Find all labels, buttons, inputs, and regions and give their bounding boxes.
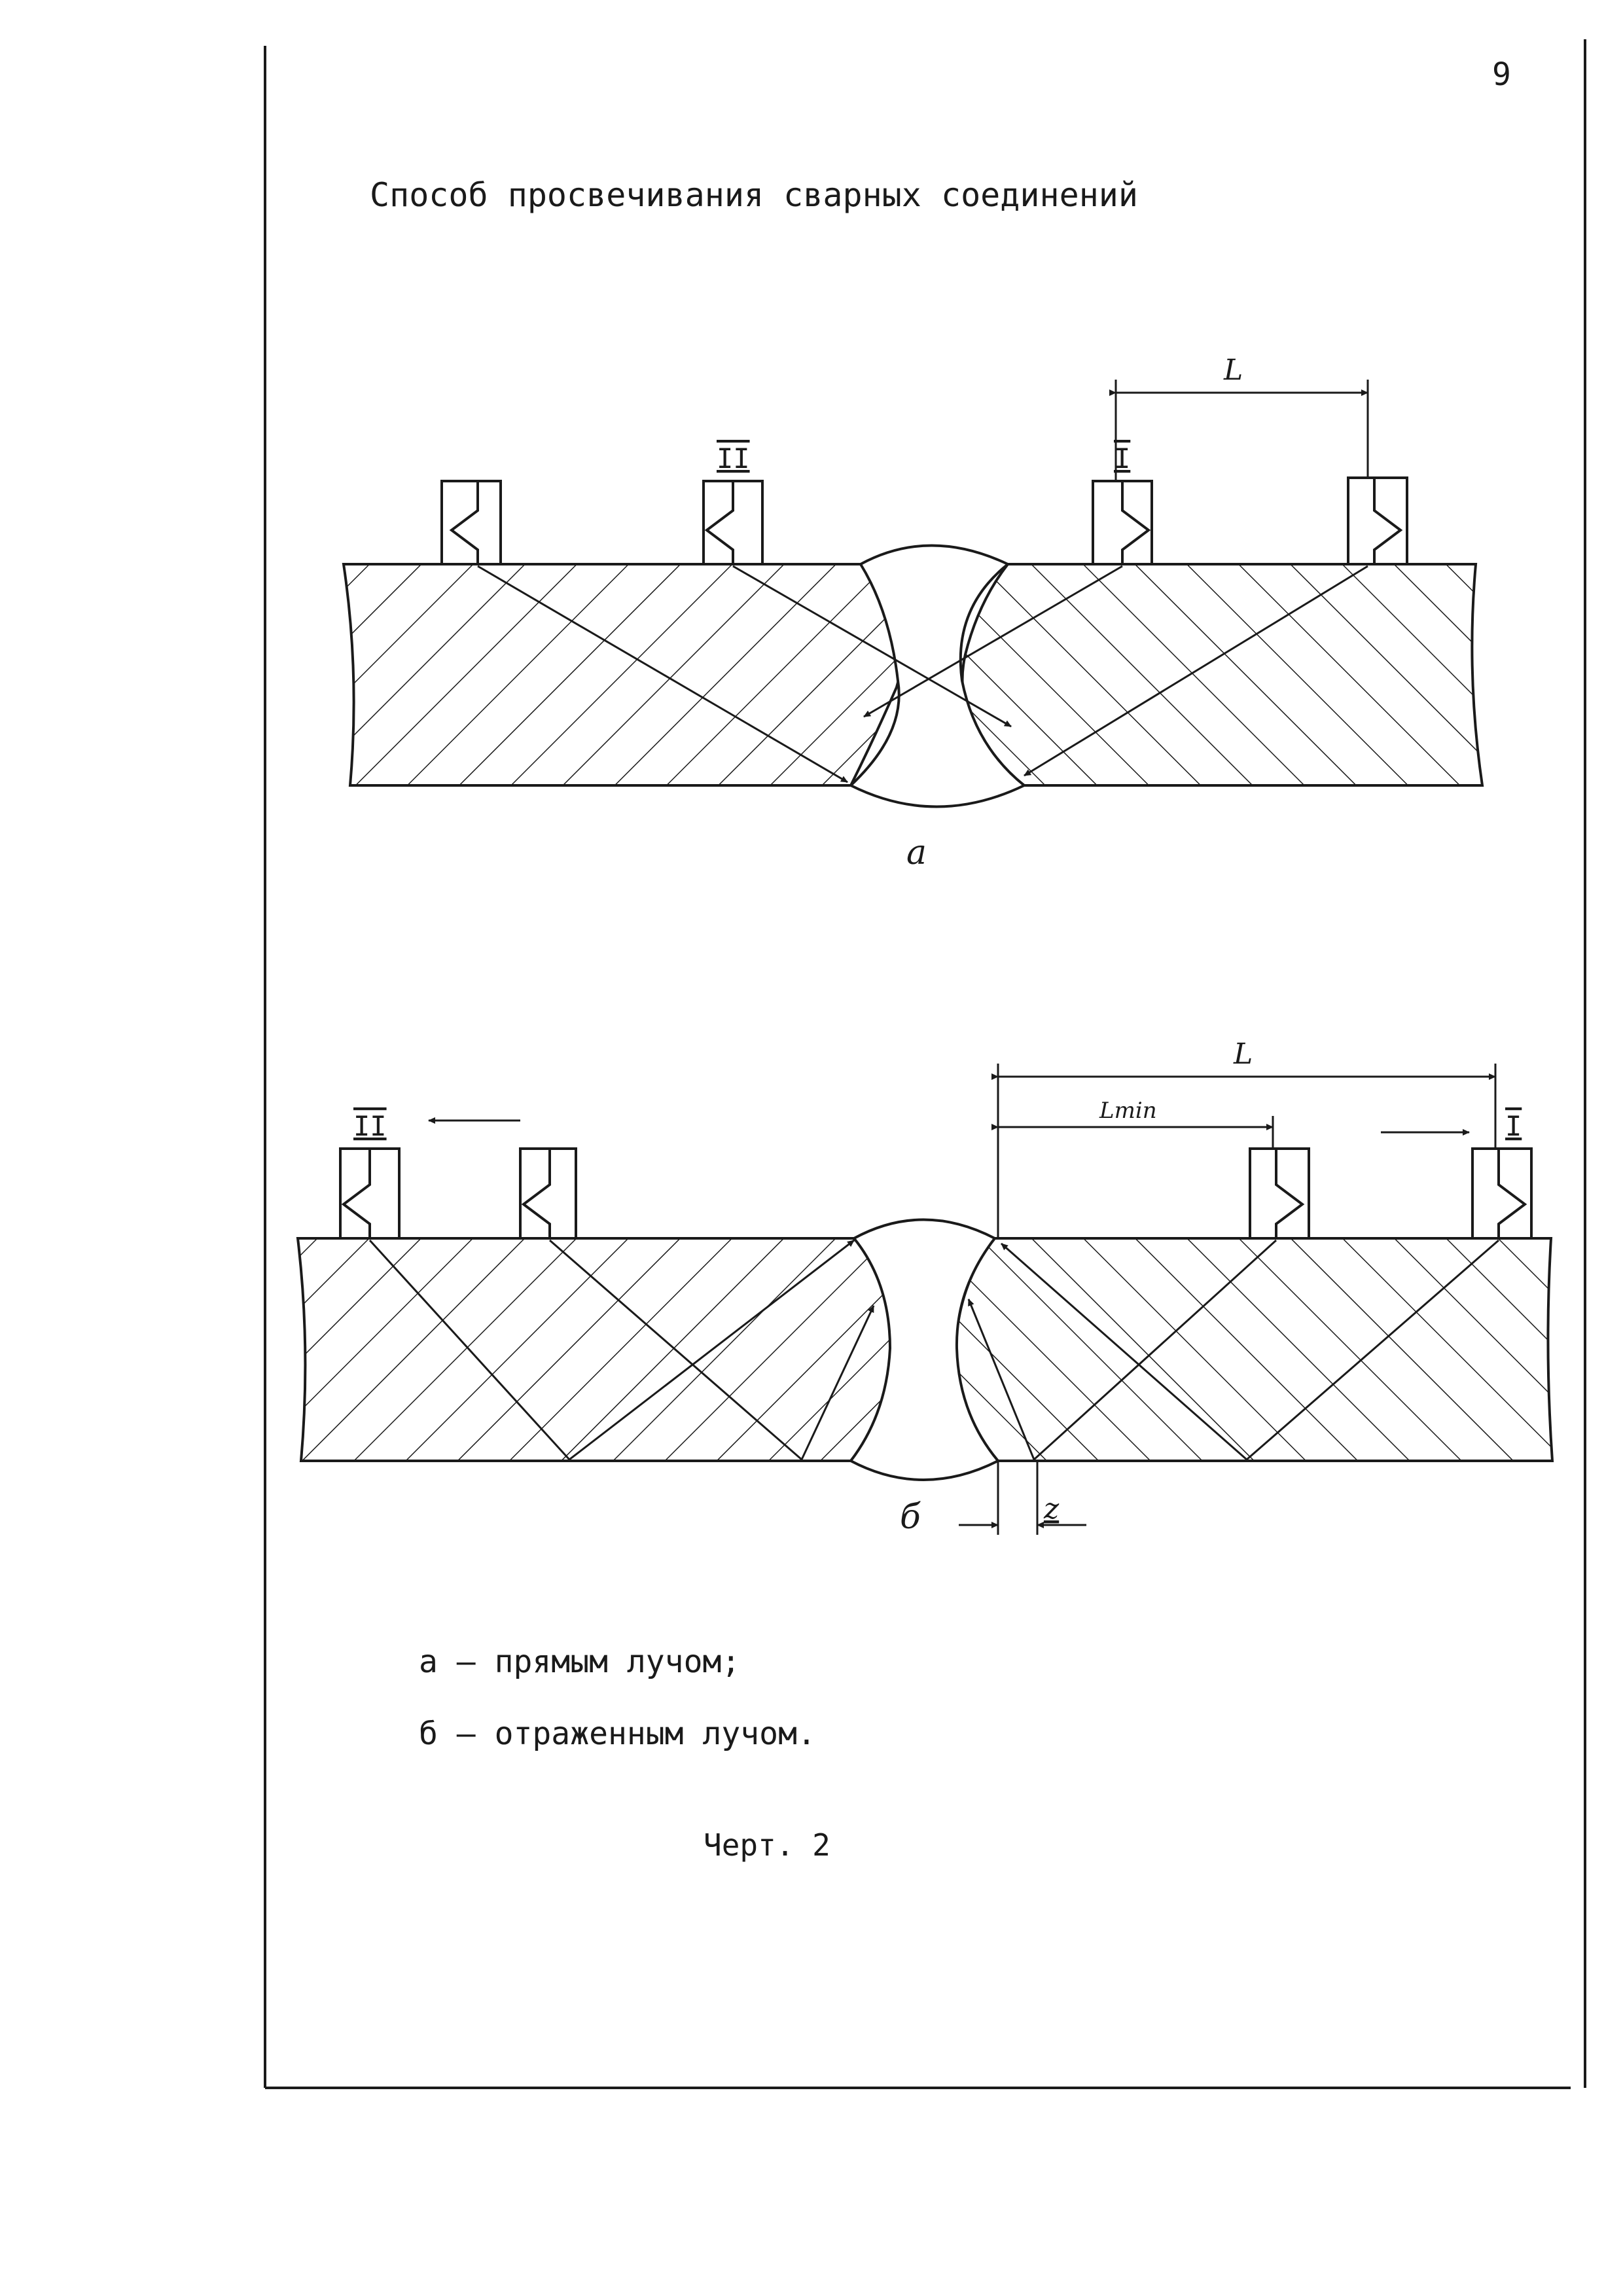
figure-a-beam-2 (732, 565, 1012, 728)
figure-a-beam-1 (477, 565, 848, 783)
figure-b-beam-3 (967, 1239, 1277, 1462)
figure-a-beam-3 (863, 565, 1123, 718)
figure-a-beam-4 (1024, 565, 1368, 777)
page-frame (264, 39, 1586, 2089)
figure-a-probe-3 (1092, 480, 1153, 564)
figure-b-probe-2 (519, 1147, 577, 1238)
figure-b-probe-1 (339, 1147, 401, 1238)
page-number: 9 (1492, 56, 1511, 93)
figure-b-dimension-min-label: Lmin (1099, 1098, 1157, 1124)
figure-a-right-plate (961, 563, 1484, 787)
figure-b-probe-left-label: II (353, 1110, 387, 1142)
figure-b-probe-4 (1471, 1147, 1533, 1238)
legend-item-b: б – отраженным лучом. (419, 1715, 816, 1752)
figure-a-probe-2 (702, 480, 764, 564)
figure-b-probe-right-label: I (1505, 1110, 1522, 1142)
figure-a-dimension-label: L (1223, 353, 1243, 387)
figure-b-left-plate (296, 1237, 893, 1462)
figure-b-probe-3 (1249, 1147, 1310, 1238)
figure-b-beam-1 (368, 1239, 855, 1462)
figure-a-left-plate (342, 563, 903, 787)
figure-b-offset-label: z (1043, 1492, 1060, 1526)
figure-a-probe-4 (1347, 476, 1408, 564)
figure-caption: Черт. 2 (704, 1827, 830, 1863)
figure-b-dimension-label: L (1233, 1037, 1253, 1071)
figure-a-weld-seam (848, 544, 1027, 808)
figure-a-probe-1 (440, 480, 502, 564)
figure-a-probe-left-label: II (717, 442, 750, 475)
legend-item-a: а – прямым лучом; (419, 1643, 740, 1680)
figure-a: II I L а (342, 353, 1484, 872)
figure-a-label: а (906, 833, 927, 872)
figure-b-beam-2 (549, 1239, 875, 1462)
figure-b: II I L Lmin z б (296, 1037, 1554, 1537)
figure-b-label: б (900, 1498, 921, 1537)
figure-b-beam-4 (1001, 1239, 1499, 1461)
page-title: Способ просвечивания сварных соединений (370, 176, 1138, 214)
